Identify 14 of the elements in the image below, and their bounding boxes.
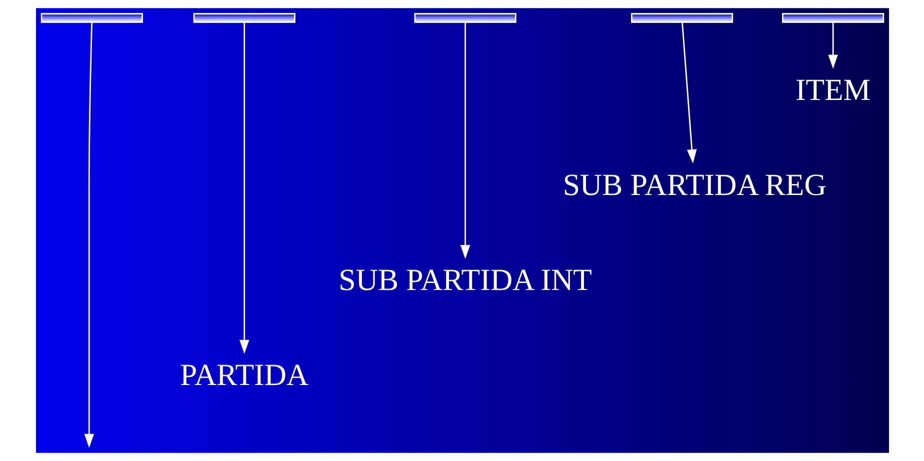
node-bar [192, 13, 295, 23]
arrow [681, 22, 696, 164]
node-text: ITEM [794, 72, 870, 107]
node-text: PARTIDA [180, 358, 308, 392]
node-bar [630, 13, 733, 23]
node-bar [414, 13, 516, 23]
node-bar [40, 13, 142, 23]
arrow [238, 22, 249, 354]
arrow [84, 22, 94, 448]
node-text: SUB PARTIDA REG [562, 168, 826, 202]
node-bar [782, 13, 884, 23]
arrow [828, 22, 838, 69]
arrow [460, 22, 470, 259]
node-text: SUB PARTIDA INT [338, 263, 592, 298]
